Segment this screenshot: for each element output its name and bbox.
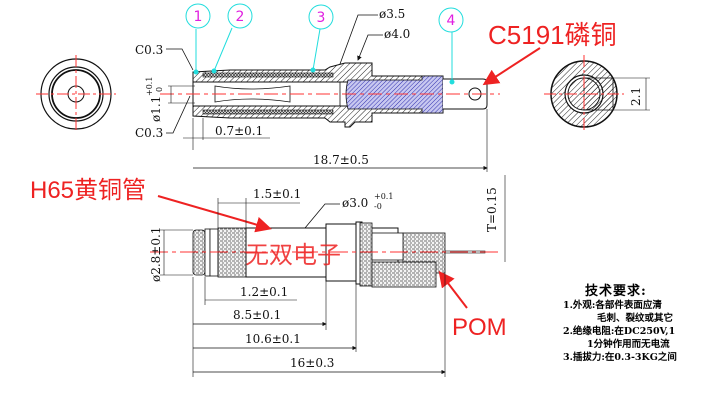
inner-diameter-tol-lower: 0: [155, 87, 164, 92]
dia-2-8-label: ø2.8±0.1: [149, 227, 163, 282]
flat-dim-label: 2.1: [629, 87, 643, 106]
balloon-2-label: 2: [236, 9, 245, 25]
tech-requirements-title: 技术要求:: [585, 284, 647, 299]
dia-3-0-label: ø3.0: [342, 196, 368, 210]
thickness-label: T=0.15: [485, 187, 499, 232]
length-1-5-label: 1.5±0.1: [253, 187, 301, 201]
length-1-2-label: 1.2±0.1: [240, 285, 288, 299]
dia-4-0-label: ø4.0: [384, 27, 410, 41]
length-10-6-label: 10.6±0.1: [245, 332, 301, 346]
end-view-right: 2.1: [544, 55, 650, 133]
side-view-dimensions: 1.5±0.1 ø3.0 +0.1 -0 ø2.8±0.1 T=0.15 1.2…: [149, 175, 506, 377]
balloon-3-label: 3: [317, 10, 326, 26]
inner-diameter-tol-upper: +0.1: [145, 77, 154, 96]
chamfer-bottom-label: C0.3: [135, 126, 163, 140]
watermark-text: 无双电子: [245, 242, 341, 269]
requirement-line: 毛刺、裂纹或其它: [597, 313, 674, 324]
end-view-left: [36, 55, 116, 133]
balloon-1-label: 1: [194, 9, 203, 25]
section-view: [160, 62, 500, 128]
chamfer-top-label: C0.3: [135, 43, 163, 57]
requirement-line: 2.绝缘电阻:在DC250V,1: [563, 326, 676, 337]
material-label-insulator: POM: [438, 270, 507, 341]
tube-material-text: H65黄铜管: [30, 177, 146, 204]
balloon-1: 1: [185, 3, 211, 75]
section-view-dimensions: C0.3 C0.3 ø1.1 +0.1 0 ø3.5 ø4.0 0.7±0.1 …: [135, 7, 488, 172]
requirement-line: 3.插拔力:在0.3-3KG之间: [563, 352, 677, 363]
requirement-line: 1分钟作用而无电流: [587, 339, 670, 350]
pin-material-text: C5191磷铜: [488, 20, 617, 50]
material-label-pin: C5191磷铜: [482, 20, 617, 86]
length-16-label: 16±0.3: [290, 356, 334, 370]
requirement-line: 1.外观:各部件表面应清: [563, 300, 662, 311]
overall-length-label: 18.7±0.5: [313, 153, 369, 167]
balloon-2: 2: [211, 3, 253, 74]
balloon-4: 4: [438, 7, 464, 85]
tech-requirements: 技术要求: 1.外观:各部件表面应清 毛刺、裂纹或其它 2.绝缘电阻:在DC25…: [563, 280, 677, 364]
side-view: [150, 221, 500, 288]
part-balloons: 1 2 3 4: [185, 3, 464, 85]
material-label-tube: H65黄铜管: [30, 177, 272, 233]
balloon-4-label: 4: [447, 13, 456, 29]
balloon-3: 3: [308, 4, 334, 73]
offset-dim-label: 0.7±0.1: [215, 124, 263, 138]
length-8-5-label: 8.5±0.1: [233, 308, 281, 322]
dia-3-0-tol-upper: +0.1: [374, 192, 393, 201]
insulator-material-text: POM: [452, 314, 507, 341]
dia-3-0-tol-lower: -0: [374, 202, 382, 211]
inner-diameter-label: ø1.1: [149, 96, 163, 122]
dia-3-5-label: ø3.5: [379, 7, 405, 21]
